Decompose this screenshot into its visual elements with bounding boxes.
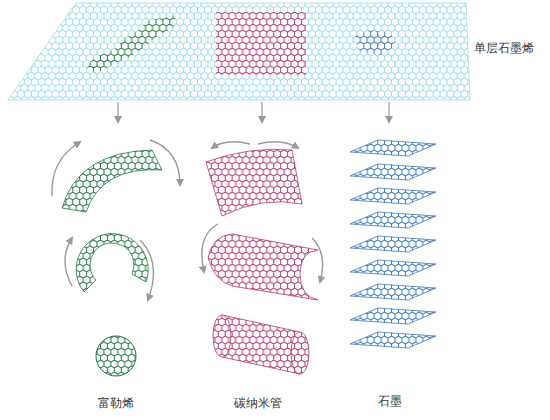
down-arrows [118,102,389,122]
nanotube-curved-sheet [206,149,302,216]
fullerene-partial [76,234,148,292]
fullerene-ball [96,336,136,376]
graphite-patch [355,30,396,55]
fullerene-label: 富勒烯 [98,396,134,410]
nanotube-patch [216,12,306,75]
nanotube-curl-arrows [202,142,323,282]
graphite-layers [350,140,436,348]
nanotube-end [291,332,309,374]
nanotube-label: 碳纳米管 [234,396,282,410]
fullerene-patch [85,15,176,73]
nanotube-partial [208,234,318,300]
fullerene-curved-sheet [62,150,162,212]
nanotube-tube [222,315,300,374]
graphene-sheet [8,3,470,100]
nanotube-end [213,315,231,357]
fullerene-curl-arrows [52,140,180,300]
sheet-label: 单层石墨烯 [474,41,534,55]
graphite-label: 石墨 [378,394,402,408]
